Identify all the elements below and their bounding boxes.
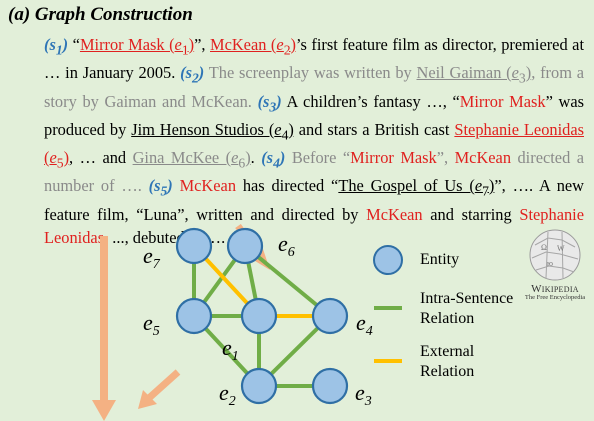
entity-e1-mention: Mirror Mask (e1)	[79, 35, 195, 58]
node-label-e7: e7	[143, 243, 161, 272]
sentence-marker-s3: (s3)	[257, 91, 282, 114]
node-label-e6: e6	[278, 231, 295, 260]
sentence-marker-s4: (s4)	[261, 148, 286, 171]
legend-external-label: External Relation	[420, 343, 475, 380]
entity-node-e2	[240, 367, 278, 405]
wikipedia-wordmark: Wikipedia	[531, 283, 579, 295]
sentence-marker-s5: (s5)	[148, 176, 173, 199]
entity-nodes	[175, 227, 349, 405]
mention-stephanie-leonidas: Stephanie Leonidas	[44, 204, 584, 247]
entity-node-labels: e7 e6 e5 e1 e4 e2 e3	[143, 231, 373, 409]
sentence-s4-text: Before “Mirror Mask”, McKean directed a …	[44, 148, 585, 196]
wikipedia-logo: Wikipedia The Free Encyclopedia	[520, 283, 590, 301]
mention-mckean: McKean	[454, 148, 512, 168]
arrow-diagonal-out	[146, 369, 181, 401]
entity-node-e3	[311, 367, 349, 405]
svg-text:W: W	[557, 244, 565, 253]
legend-entity-symbol	[373, 245, 403, 275]
intra-edge-e6-e4	[243, 244, 332, 318]
arrow-diagonal-out-head	[138, 390, 157, 409]
entity-node-e4	[311, 297, 349, 335]
node-label-e3: e3	[355, 380, 372, 409]
node-label-e2: e2	[219, 380, 236, 409]
svg-text:ю: ю	[547, 259, 553, 268]
entity-e5-mention: Stephanie Leonidas (e5)	[44, 119, 584, 171]
source-paragraph: (s1) “Mirror Mask (e1)”, McKean (e2)’s f…	[44, 35, 585, 247]
section-title: (a) Graph Construction	[8, 4, 193, 25]
entity-e2-mention: McKean (e2)	[210, 35, 296, 58]
entity-node-e5	[175, 297, 213, 335]
wikipedia-tagline: The Free Encyclopedia	[524, 294, 586, 301]
arrow-long-down-head	[92, 400, 116, 421]
sentence-marker-s2: (s2)	[180, 63, 205, 86]
mention-mckean: McKean	[179, 176, 237, 196]
entity-e7-mention: The Gospel of Us (e7)	[338, 176, 495, 199]
legend-intra-label: Intra-Sentence Relation	[420, 290, 514, 327]
entity-e6-mention: Gina McKee (e6)	[132, 148, 251, 171]
mention-mckean: McKean	[366, 204, 423, 224]
wikipedia-globe-icon: Ω W ю	[529, 229, 581, 281]
mention-mirror-mask: Mirror Mask	[459, 91, 546, 111]
entity-node-e6	[226, 227, 264, 265]
sentence-s2-text: The screenplay was written by Neil Gaima…	[44, 63, 584, 111]
node-label-e5: e5	[143, 310, 160, 339]
entity-node-e7	[175, 227, 213, 265]
svg-text:Ω: Ω	[541, 243, 547, 252]
node-label-e4: e4	[356, 310, 373, 339]
entity-e4-mention: Jim Henson Studios (e4)	[131, 119, 294, 143]
entity-e3-mention: Neil Gaiman (e3)	[416, 63, 532, 86]
entity-node-e1	[240, 297, 278, 335]
sentence-marker-s1: (s1)	[44, 35, 69, 58]
legend-entity-label: Entity	[420, 251, 460, 268]
mention-mirror-mask: Mirror Mask	[350, 148, 437, 168]
legend-symbols	[373, 245, 403, 363]
node-label-e1: e1	[222, 335, 239, 364]
